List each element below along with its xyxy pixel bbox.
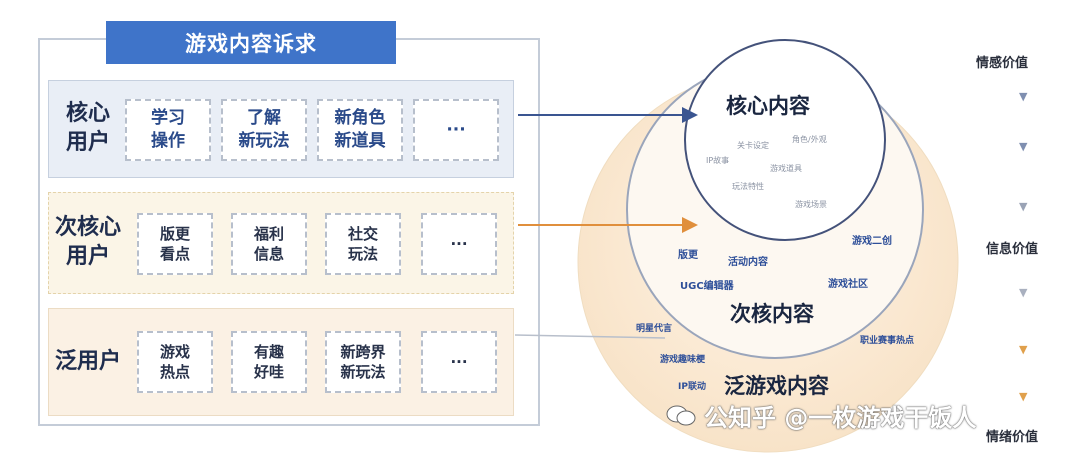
core-content-title: 核心内容 — [726, 94, 810, 118]
core-tag-5: 玩法特性 — [732, 182, 764, 191]
item-core-more: ··· — [413, 99, 499, 161]
item-core-1: 学习 操作 — [125, 99, 211, 161]
value-emotional: 情感价值 — [976, 56, 1029, 71]
pan-content-title: 泛游戏内容 — [724, 374, 829, 398]
chevron-down-icon: ▼ — [1019, 343, 1028, 356]
row-label-core: 核心 用户 — [65, 101, 110, 155]
row-label-sub: 次核心 用户 — [54, 215, 121, 269]
value-informational: 信息价值 — [986, 242, 1039, 257]
core-tag-6: 游戏场景 — [795, 200, 827, 209]
item-pan-more: ··· — [421, 331, 497, 393]
row-sub-core-users: 次核心 用户 版更 看点 福利 信息 社交 玩法 ··· — [48, 192, 514, 294]
arrow-pan — [514, 334, 666, 339]
item-sub-1: 版更 看点 — [137, 213, 213, 275]
item-pan-3: 新跨界 新玩法 — [325, 331, 401, 393]
pan-tag-1: 明星代言 — [636, 324, 673, 334]
sub-content-title: 次核内容 — [730, 302, 814, 326]
core-tag-4: 游戏道具 — [770, 164, 802, 173]
item-pan-1: 游戏 热点 — [137, 331, 213, 393]
item-pan-2: 有趣 好哇 — [231, 331, 307, 393]
chevron-down-icon: ▼ — [1019, 390, 1028, 403]
chat-bubble-icon — [666, 405, 696, 425]
chevron-down-icon: ▼ — [1019, 90, 1028, 103]
item-sub-3: 社交 玩法 — [325, 213, 401, 275]
watermark: 公知乎 @一枚游戏干饭人 — [666, 398, 976, 433]
row-core-users: 核心 用户 学习 操作 了解 新玩法 新角色 新道具 ··· — [48, 80, 514, 178]
pan-tag-2: 职业赛事热点 — [860, 336, 915, 346]
pan-tag-4: IP联动 — [678, 382, 706, 392]
core-tag-1: 关卡设定 — [737, 141, 769, 150]
row-label-pan: 泛用户 — [54, 348, 121, 374]
watermark-text: 公知乎 @一枚游戏干饭人 — [704, 404, 977, 432]
chevron-down-icon: ▼ — [1019, 200, 1028, 213]
row-pan-users: 泛用户 游戏 热点 有趣 好哇 新跨界 新玩法 ··· — [48, 308, 514, 416]
item-core-2: 了解 新玩法 — [221, 99, 307, 161]
sub-tag-5: 游戏社区 — [828, 279, 868, 290]
item-sub-2: 福利 信息 — [231, 213, 307, 275]
diagram-title: 游戏内容诉求 — [106, 21, 396, 64]
pan-tag-3: 游戏趣味梗 — [660, 355, 706, 365]
core-tag-3: IP故事 — [706, 156, 730, 165]
sub-tag-2: 活动内容 — [728, 257, 768, 268]
sub-tag-3: 游戏二创 — [852, 236, 892, 247]
item-core-3: 新角色 新道具 — [317, 99, 403, 161]
sub-tag-4: UGC编辑器 — [680, 281, 734, 292]
sub-tag-1: 版更 — [678, 250, 698, 261]
core-tag-2: 角色/外观 — [792, 135, 827, 144]
chevron-down-icon: ▼ — [1019, 286, 1028, 299]
item-sub-more: ··· — [421, 213, 497, 275]
chevron-down-icon: ▼ — [1019, 140, 1028, 153]
core-content-circle — [684, 39, 886, 241]
value-mood: 情绪价值 — [986, 430, 1039, 445]
